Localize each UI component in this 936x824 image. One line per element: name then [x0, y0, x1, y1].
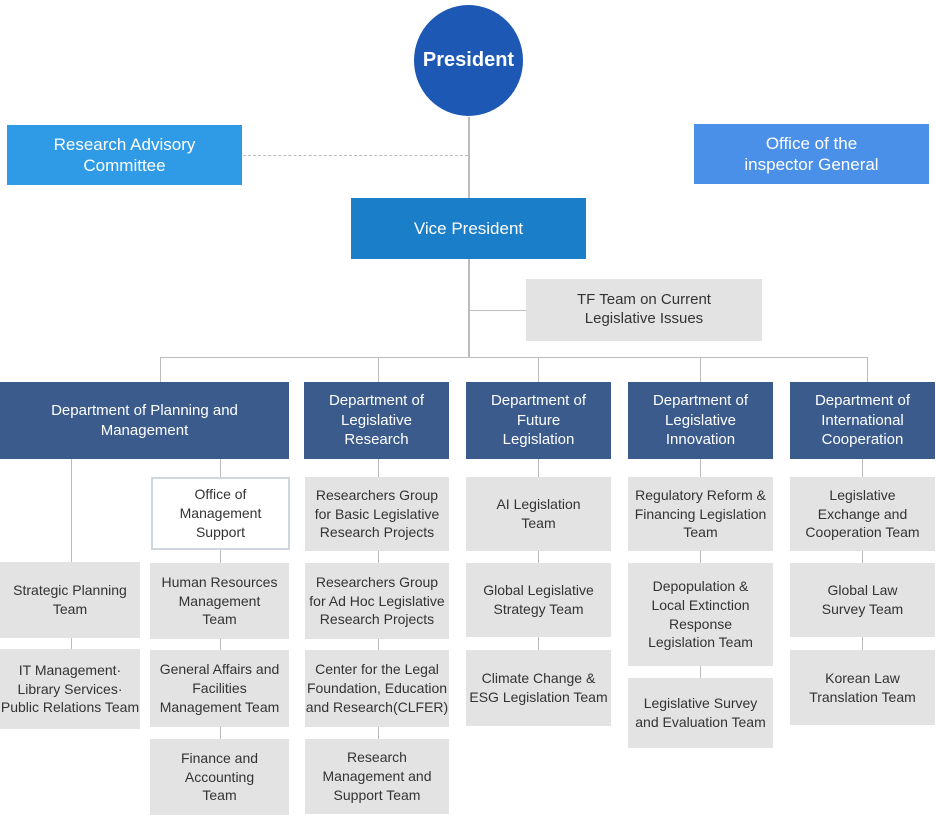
- connector-line: [538, 637, 539, 650]
- connector-line: [538, 459, 539, 477]
- connector-line: [160, 357, 161, 382]
- team-node: Research Management and Support Team: [305, 739, 449, 814]
- connector-line: [220, 550, 221, 563]
- advisory-dashed-connector: [243, 155, 468, 156]
- connector-line: [220, 639, 221, 650]
- connector-line: [160, 357, 868, 358]
- connector-line: [71, 459, 72, 562]
- dept-legislative-research: Department of Legislative Research: [304, 382, 449, 459]
- connector-line: [378, 551, 379, 563]
- research-advisory-committee-node: Research Advisory Committee: [7, 125, 242, 185]
- connector-line: [538, 551, 539, 563]
- connector-line: [700, 357, 701, 382]
- connector-line: [468, 259, 470, 357]
- president-node: President: [414, 5, 523, 116]
- connector-line: [470, 310, 526, 311]
- inspector-general-node: Office of the inspector General: [694, 124, 929, 184]
- team-node: Climate Change & ESG Legislation Team: [466, 650, 611, 726]
- team-node: IT Management· Library Services· Public …: [0, 649, 140, 729]
- team-node: Regulatory Reform & Financing Legislatio…: [628, 477, 773, 551]
- connector-line: [71, 638, 72, 649]
- team-node: Finance and Accounting Team: [150, 739, 289, 815]
- connector-line: [378, 639, 379, 650]
- connector-line: [378, 459, 379, 477]
- connector-line: [862, 637, 863, 650]
- team-node: Legislative Survey and Evaluation Team: [628, 678, 773, 748]
- dept-planning-management: Department of Planning and Management: [0, 382, 289, 459]
- connector-line: [862, 459, 863, 477]
- connector-line: [867, 357, 868, 382]
- team-node: Researchers Group for Ad Hoc Legislative…: [305, 563, 449, 639]
- team-node: Legislative Exchange and Cooperation Tea…: [790, 477, 935, 551]
- dept-future-legislation: Department of Future Legislation: [466, 382, 611, 459]
- connector-line: [378, 727, 379, 739]
- team-node: Korean Law Translation Team: [790, 650, 935, 725]
- team-node: Global Law Survey Team: [790, 563, 935, 637]
- team-node: Global Legislative Strategy Team: [466, 563, 611, 637]
- tf-team-node: TF Team on Current Legislative Issues: [526, 279, 762, 341]
- team-node: Human Resources Management Team: [150, 563, 289, 639]
- connector-line: [220, 459, 221, 477]
- connector-line: [378, 357, 379, 382]
- vice-president-node: Vice President: [351, 198, 586, 259]
- connector-line: [700, 459, 701, 477]
- team-node: Center for the Legal Foundation, Educati…: [305, 650, 449, 727]
- team-node: General Affairs and Facilities Managemen…: [150, 650, 289, 727]
- team-node: Strategic Planning Team: [0, 562, 140, 638]
- dept-legislative-innovation: Department of Legislative Innovation: [628, 382, 773, 459]
- connector-line: [220, 727, 221, 739]
- connector-line: [468, 117, 470, 199]
- team-node: Depopulation & Local Extinction Response…: [628, 563, 773, 666]
- team-node: Researchers Group for Basic Legislative …: [305, 477, 449, 551]
- connector-line: [538, 357, 539, 382]
- connector-line: [862, 551, 863, 563]
- connector-line: [700, 551, 701, 563]
- connector-line: [700, 666, 701, 678]
- office-management-support-node: Office of Management Support: [151, 477, 290, 550]
- dept-international-cooperation: Department of International Cooperation: [790, 382, 935, 459]
- team-node: AI Legislation Team: [466, 477, 611, 551]
